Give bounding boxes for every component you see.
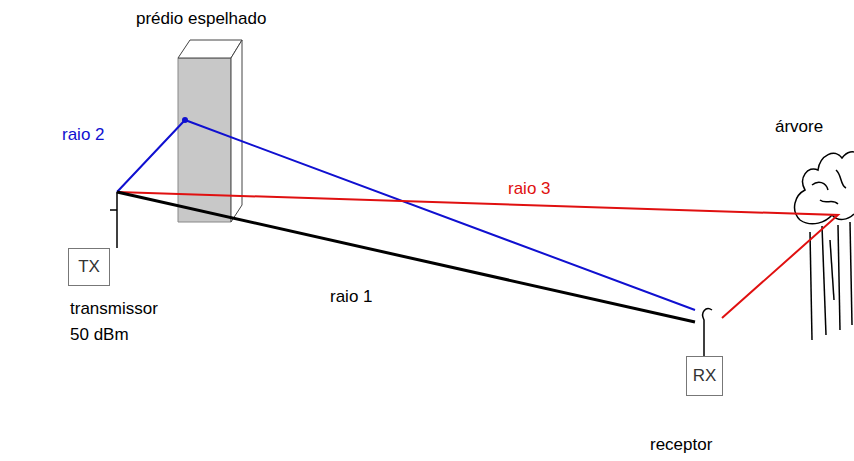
box-text: TX	[78, 257, 100, 277]
reflection-point	[182, 117, 188, 123]
ray-2	[117, 120, 695, 310]
ray-1	[117, 192, 695, 322]
building-label: prédio espelhado	[136, 8, 266, 30]
transmitter-label: transmissor 50 dBm	[70, 296, 165, 348]
receiver-box: RX	[686, 356, 723, 396]
rx-antenna	[703, 309, 712, 356]
tree-label: árvore	[775, 116, 823, 138]
ray-label: raio 3	[508, 178, 551, 200]
ray-3	[117, 192, 838, 318]
tx-antenna	[116, 192, 118, 248]
receiver-label: receptor	[650, 434, 712, 456]
ray-label: raio 1	[330, 286, 373, 308]
ray-label: raio 2	[62, 124, 105, 146]
transmitter-box: TX	[68, 248, 110, 286]
building-front	[178, 58, 231, 222]
box-text: RX	[693, 366, 717, 386]
tx-antenna	[110, 209, 117, 211]
